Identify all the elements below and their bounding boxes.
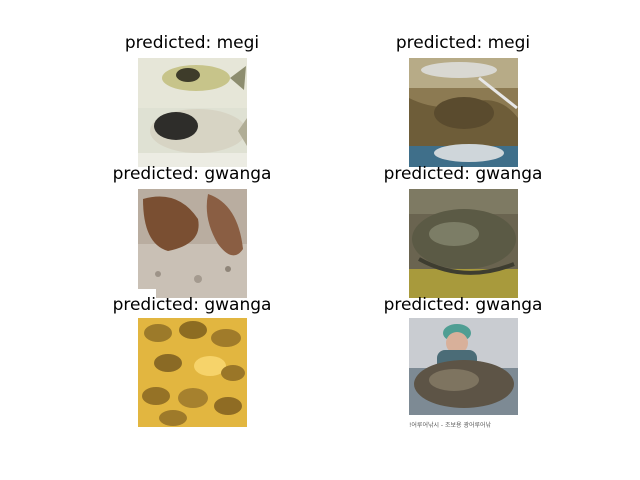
panel-6-caption: !어루어낚시 - 조보용 광어루어낚 [409, 422, 492, 429]
panel-6-title: predicted: gwanga [383, 295, 543, 315]
panel-5-title: predicted: gwanga [112, 295, 272, 315]
panel-1-title: predicted: megi [124, 33, 260, 53]
panel-4-image [409, 189, 518, 298]
panel-3-image [138, 189, 247, 298]
panel-5-image [138, 318, 247, 427]
panel-4-title: predicted: gwanga [383, 164, 543, 184]
panel-2-image [409, 58, 518, 167]
panel-3-title: predicted: gwanga [112, 164, 272, 184]
panel-2-title: predicted: megi [395, 33, 531, 53]
panel-1-image [138, 58, 247, 167]
panel-6-image [409, 318, 518, 427]
